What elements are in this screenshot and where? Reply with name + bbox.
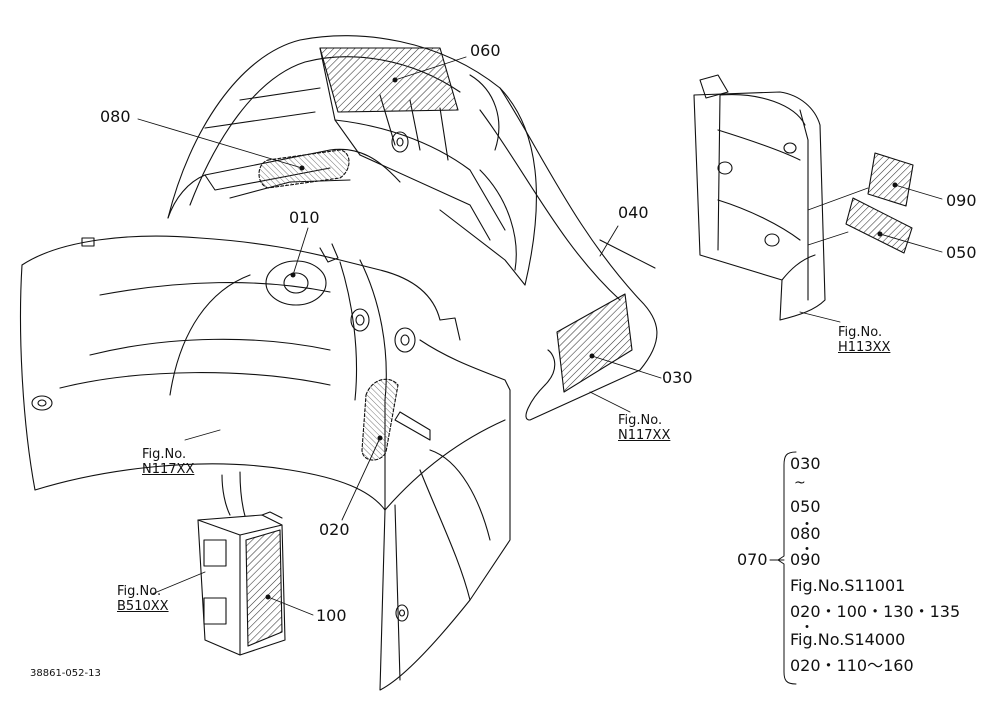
callout-040: 040 (618, 203, 649, 222)
callout-080: 080 (100, 107, 131, 126)
battery-box (197, 471, 286, 656)
legend-separator: ・ (800, 620, 814, 636)
decal-050 (845, 197, 913, 254)
decal-060 (319, 47, 459, 113)
side-cover (693, 74, 826, 321)
callout-090: 090 (946, 191, 977, 210)
decal-100 (245, 529, 283, 647)
fig-ref-battery: Fig.No. B510XX (117, 584, 169, 614)
leader-lines (137, 56, 943, 616)
legend-label-070: 070 (737, 550, 768, 569)
legend-line: ~ (794, 475, 806, 491)
fig-ref-right-fender: Fig.No. N117XX (618, 413, 670, 443)
fig-ref-label: Fig.No. (142, 447, 187, 462)
callout-020: 020 (319, 520, 350, 539)
decal-030 (556, 293, 633, 393)
legend-line: Fig.No.S11001 (790, 576, 906, 595)
callout-010: 010 (289, 208, 320, 227)
decal-090 (867, 152, 914, 207)
fig-ref-label: Fig.No. (117, 584, 162, 599)
fig-ref-label: Fig.No. (838, 325, 883, 340)
legend-line: 080 (790, 524, 821, 543)
legend-line: 050 (790, 497, 821, 516)
legend-line: 090 (790, 550, 821, 569)
legend-line: 020・110～160 (790, 656, 914, 675)
front-panel (379, 339, 511, 691)
drawing-code: 38861-052-13 (30, 668, 101, 679)
decal-020 (361, 378, 399, 461)
fig-ref-number: B510XX (117, 599, 169, 614)
callout-050: 050 (946, 243, 977, 262)
fig-ref-number: N117XX (142, 462, 195, 477)
callout-060: 060 (470, 41, 501, 60)
fig-ref-left-fender: Fig.No. N117XX (142, 447, 194, 477)
legend-line: Fig.No.S14000 (790, 630, 906, 649)
callout-030: 030 (662, 368, 693, 387)
fig-ref-cover: Fig.No. H113XX (838, 325, 890, 355)
callout-100: 100 (316, 606, 347, 625)
fig-ref-number: N117XX (618, 428, 671, 443)
right-fender-panel (479, 87, 658, 421)
fig-ref-label: Fig.No. (618, 413, 663, 428)
legend-line: 020・100・130・135 (790, 602, 961, 621)
legend-separator: ・ (800, 542, 814, 558)
left-fender (19, 235, 461, 511)
leader-dots (265, 77, 898, 600)
fig-ref-number: H113XX (838, 340, 891, 355)
legend-separator: ・ (800, 517, 814, 533)
legend-line: 030 (790, 454, 821, 473)
